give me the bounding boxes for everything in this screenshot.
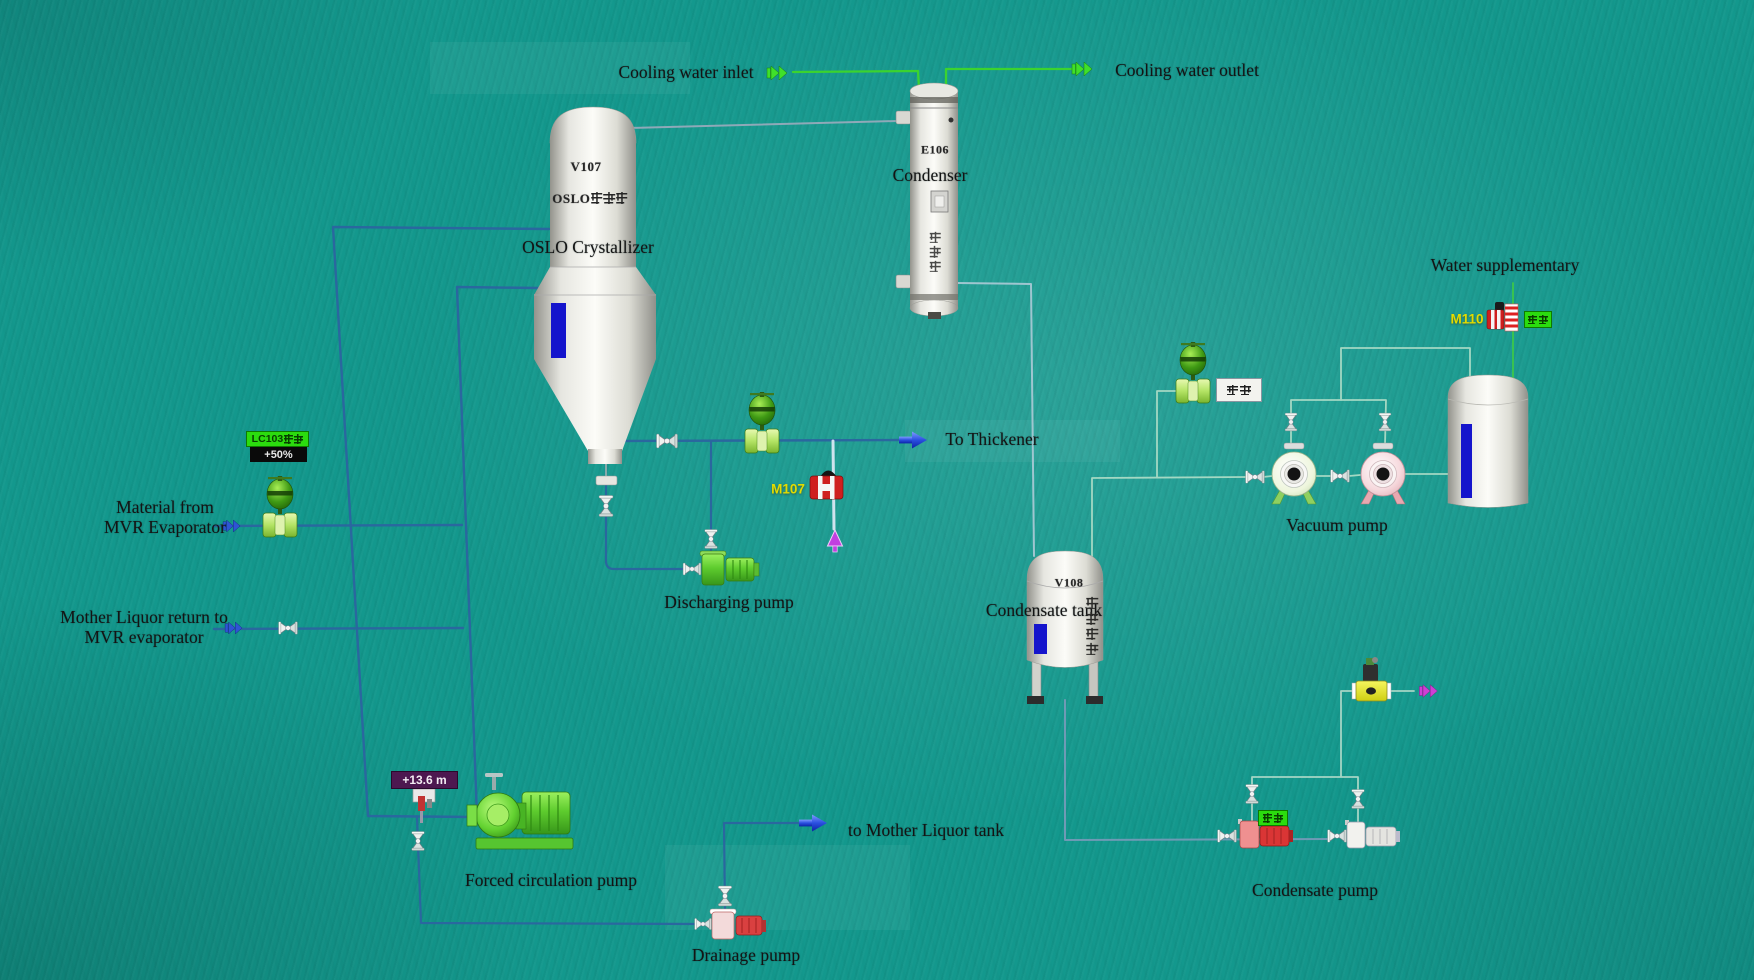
pipe-to-water-tank: [1340, 347, 1471, 401]
tag-m110: M110: [1450, 311, 1484, 327]
tag-condenser-cn: [929, 231, 941, 273]
vacuum-pump-1[interactable]: [1271, 442, 1317, 505]
to-mother-liquor-arrow-icon: [799, 814, 827, 832]
pipe-crystallizer-drain: [604, 462, 686, 571]
pipe-drainage-discharge: [722, 821, 802, 913]
label-discharging-pump: Discharging pump: [664, 592, 794, 612]
water-tank-vessel[interactable]: [1447, 374, 1529, 508]
pipe-mother-liquor-return: [212, 626, 465, 631]
pipe-condensate-discharge: [1251, 690, 1415, 823]
piping: [212, 67, 1514, 926]
label-condenser: Condenser: [892, 165, 968, 185]
label-oslo-crystallizer: OSLO Crystallizer: [522, 237, 654, 257]
m110-device[interactable]: [1486, 302, 1519, 332]
condensate-tank-vessel[interactable]: [1026, 550, 1104, 704]
pipe-vacuum-interconnect: [1315, 473, 1450, 477]
m110-auto-mode-badge[interactable]: [1524, 311, 1552, 328]
condensate-out-arrow-icon: [1418, 684, 1438, 698]
cooling-outlet-arrow-icon: [1071, 61, 1093, 77]
drainage-pump[interactable]: [709, 908, 766, 940]
label-water-supplementary: Water supplementary: [1430, 255, 1580, 275]
pipe-vacuum-break: [1156, 390, 1179, 478]
label-vacuum-pump: Vacuum pump: [1286, 515, 1388, 535]
pipe-material-feed: [212, 523, 464, 528]
condenser-vessel[interactable]: [895, 82, 959, 319]
condensate-pump-2[interactable]: [1345, 820, 1400, 849]
discharging-pump[interactable]: [699, 550, 760, 586]
flow-arrows: [222, 61, 1438, 832]
vacuum-break-valve-label[interactable]: [1216, 378, 1262, 402]
level-indicator-value[interactable]: +13.6 m: [391, 771, 458, 789]
vent-up-arrow-icon: [826, 528, 844, 553]
label-condensate-pump: Condensate pump: [1252, 880, 1378, 900]
cooling-inlet-arrow-icon: [766, 65, 788, 81]
tag-crystallizer-cn: OSLO: [552, 191, 628, 207]
condensate-tank-level-bar: [1034, 624, 1047, 654]
pipe-condensate-suction: [1064, 699, 1331, 841]
yellow-valve[interactable]: [1351, 657, 1392, 702]
pipe-feed-riser: [455, 285, 540, 818]
pipe-cooling-outlet: [944, 67, 1079, 90]
pipe-vacuum-header: [1091, 475, 1273, 558]
tag-condenser: E106: [920, 142, 950, 157]
pipe-condensate-drop: [956, 282, 1035, 557]
oslo-crystallizer-vessel[interactable]: [534, 106, 656, 486]
level-instrument[interactable]: [412, 788, 436, 823]
vacuum-pump-2[interactable]: [1360, 442, 1406, 505]
pipe-vapor-line: [627, 120, 898, 129]
condensate-pump-auto-badge[interactable]: [1258, 810, 1288, 826]
pipe-cooling-inlet: [791, 69, 921, 90]
tag-condensate-tank-cn: [1085, 596, 1099, 656]
label-drainage-pump: Drainage pump: [691, 945, 801, 965]
pipe-drainage-suction: [415, 815, 702, 926]
label-forced-circulation-pump: Forced circulation pump: [464, 870, 638, 890]
m107-device[interactable]: [809, 470, 844, 500]
tag-m107: M107: [771, 481, 805, 497]
label-cooling-water-outlet: Cooling water outlet: [1115, 60, 1259, 80]
lc103-controller-tag[interactable]: LC103: [246, 431, 309, 447]
forced-circulation-pump[interactable]: [466, 773, 574, 850]
crystallizer-level-bar: [551, 303, 566, 358]
condensate-pump-1[interactable]: [1238, 819, 1293, 849]
to-thickener-arrow-icon: [899, 431, 927, 449]
tag-crystallizer: V107: [570, 159, 602, 174]
water-tank-level-bar: [1461, 424, 1472, 498]
pipe-circulation-left: [331, 225, 551, 819]
pipe-vacuum-discharge: [1290, 399, 1387, 446]
label-to-thickener: To Thickener: [945, 429, 1039, 449]
lc103-controller-value[interactable]: +50%: [250, 447, 307, 462]
label-cooling-water-inlet: Cooling water inlet: [618, 62, 754, 82]
tag-condensate-tank: V108: [1054, 575, 1084, 590]
label-to-mother-liquor-tank: to Mother Liquor tank: [847, 820, 1005, 840]
label-condensate-tank: Condensate tank: [985, 600, 1103, 620]
